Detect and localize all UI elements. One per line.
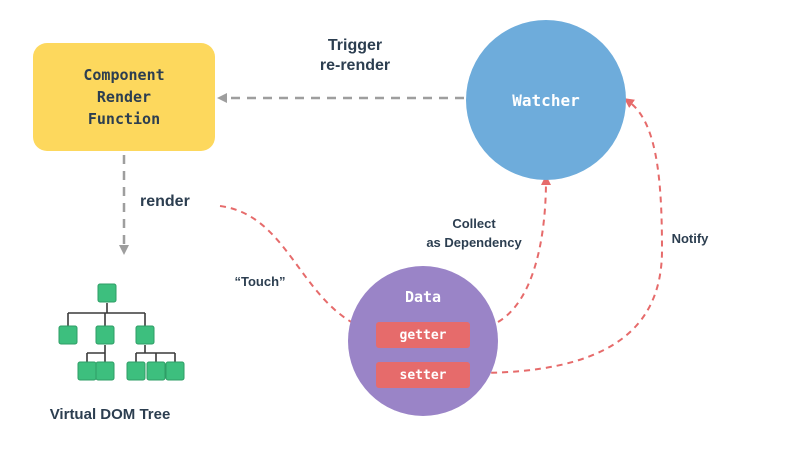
notify-arrow [479,98,664,374]
tree-node [165,361,185,381]
collect-dependency-arrow [497,175,551,323]
tree-node [95,325,115,345]
setter-pill: setter [376,362,470,388]
trigger-rerender-label: Trigger re-render [319,37,391,74]
virtual-dom-tree-icon [58,283,185,381]
tree-node [77,361,97,381]
tree-node [95,361,115,381]
data-title: Data [404,288,442,306]
notify-label: Notify [671,231,709,246]
data-node: Data getter setter [348,266,498,416]
touch-arrow [219,205,373,333]
tree-node [58,325,78,345]
tree-node-root [97,283,117,303]
getter-pill: getter [376,322,470,348]
watcher-node: Watcher [466,20,626,180]
touch-label: “Touch” [234,274,286,289]
tree-node [135,325,155,345]
render-label: render [140,193,190,210]
tree-node [146,361,166,381]
virtual-dom-tree-label: Virtual DOM Tree [49,406,171,423]
component-render-function-node: Component Render Function [33,43,215,151]
collect-dependency-label: Collect as Dependency [426,216,522,250]
tree-node [126,361,146,381]
